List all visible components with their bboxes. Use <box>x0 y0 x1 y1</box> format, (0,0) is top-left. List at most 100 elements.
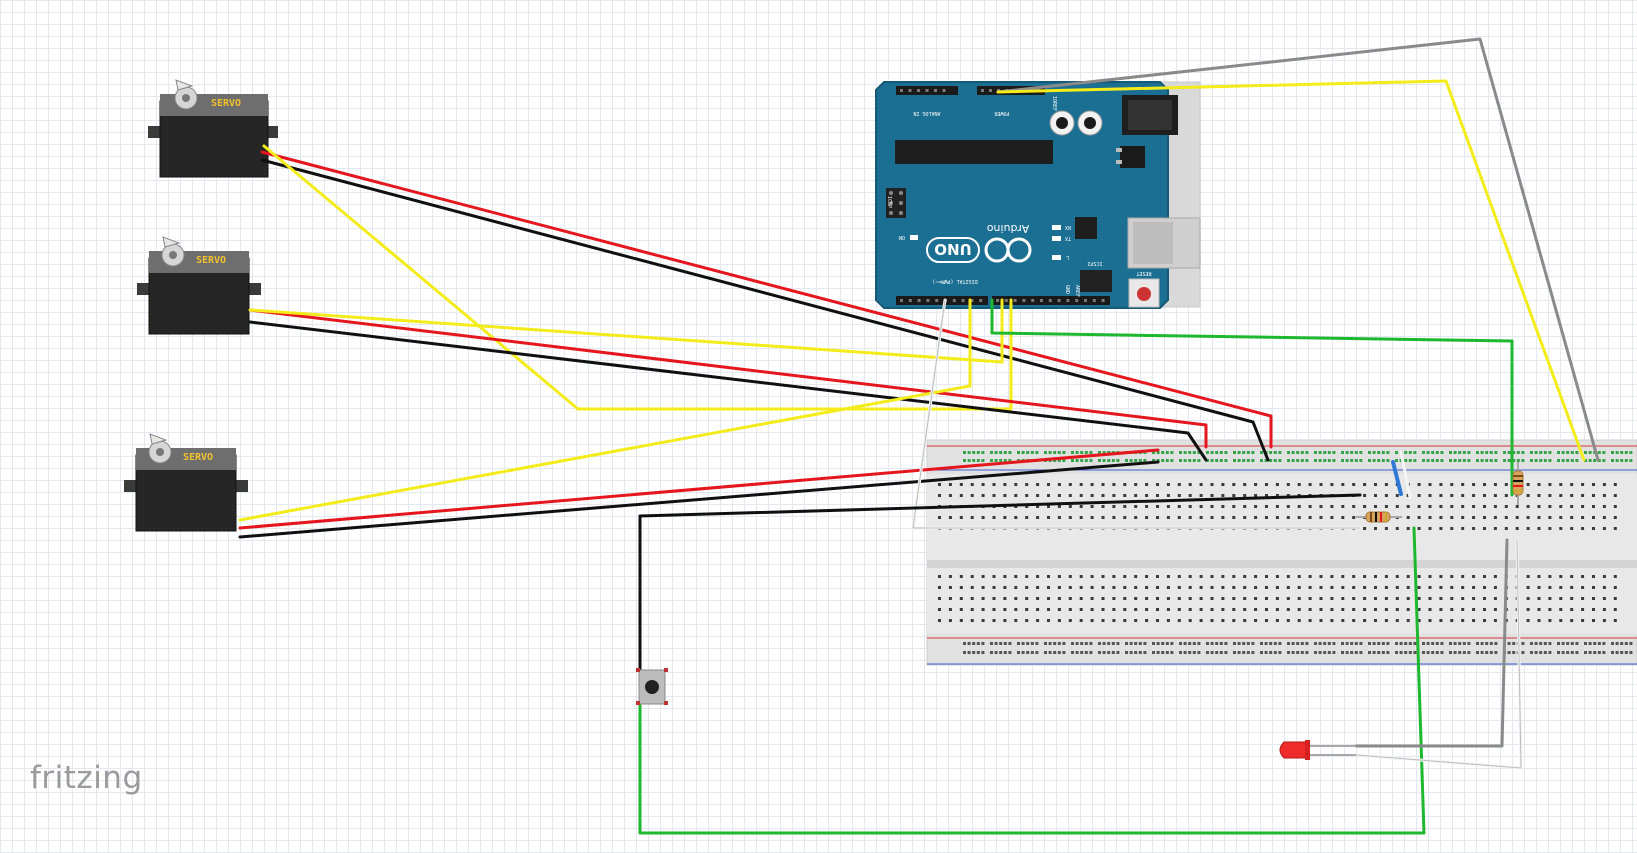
terminal-hole[interactable] <box>1308 483 1312 486</box>
rail-hole[interactable] <box>1372 451 1376 454</box>
terminal-hole[interactable] <box>1188 505 1192 508</box>
terminal-hole[interactable] <box>1079 505 1083 508</box>
terminal-hole[interactable] <box>1559 483 1563 486</box>
rail-hole[interactable] <box>1584 451 1587 454</box>
terminal-hole[interactable] <box>1286 505 1290 508</box>
rail-hole[interactable] <box>1377 642 1381 645</box>
rail-hole[interactable] <box>976 459 980 462</box>
rail-hole[interactable] <box>1404 642 1408 645</box>
terminal-hole[interactable] <box>1472 483 1476 486</box>
rail-hole[interactable] <box>1422 451 1425 454</box>
terminal-hole[interactable] <box>1461 575 1465 578</box>
rail-hole[interactable] <box>1134 651 1138 654</box>
terminal-hole[interactable] <box>1504 505 1508 508</box>
rail-hole[interactable] <box>1359 642 1363 645</box>
rail-hole[interactable] <box>1143 642 1147 645</box>
terminal-hole[interactable] <box>1057 597 1061 600</box>
terminal-hole[interactable] <box>1450 597 1454 600</box>
rail-hole[interactable] <box>1570 651 1574 654</box>
terminal-hole[interactable] <box>1188 483 1192 486</box>
terminal-hole[interactable] <box>1428 494 1432 497</box>
terminal-hole[interactable] <box>1428 483 1432 486</box>
rail-hole[interactable] <box>1534 642 1538 645</box>
terminal-hole[interactable] <box>992 586 996 589</box>
rail-hole[interactable] <box>1134 642 1138 645</box>
rail-hole[interactable] <box>1044 642 1047 645</box>
header-pin[interactable] <box>1092 299 1096 302</box>
terminal-hole[interactable] <box>1384 505 1388 508</box>
header-pin[interactable] <box>1101 299 1105 302</box>
terminal-hole[interactable] <box>981 483 985 486</box>
terminal-hole[interactable] <box>1112 597 1116 600</box>
terminal-hole[interactable] <box>1177 575 1181 578</box>
rail-hole[interactable] <box>1413 459 1417 462</box>
rail-hole[interactable] <box>1291 651 1295 654</box>
rail-hole[interactable] <box>1462 651 1466 654</box>
terminal-hole[interactable] <box>1112 608 1116 611</box>
rail-hole[interactable] <box>1543 459 1547 462</box>
terminal-hole[interactable] <box>1003 597 1007 600</box>
resistor-vertical[interactable] <box>1512 462 1524 505</box>
rail-hole[interactable] <box>1435 642 1439 645</box>
terminal-hole[interactable] <box>1297 619 1301 622</box>
rail-hole[interactable] <box>1233 642 1236 645</box>
rail-hole[interactable] <box>1530 459 1533 462</box>
rail-hole[interactable] <box>1161 642 1165 645</box>
rail-hole[interactable] <box>1273 651 1277 654</box>
terminal-hole[interactable] <box>1025 575 1029 578</box>
rail-hole[interactable] <box>1624 459 1628 462</box>
terminal-hole[interactable] <box>1036 494 1040 497</box>
terminal-hole[interactable] <box>1123 619 1127 622</box>
terminal-hole[interactable] <box>1145 608 1149 611</box>
terminal-hole[interactable] <box>1036 483 1040 486</box>
terminal-hole[interactable] <box>1374 483 1377 486</box>
rail-hole[interactable] <box>1476 642 1479 645</box>
rail-hole[interactable] <box>1386 451 1390 454</box>
rail-hole[interactable] <box>1539 642 1543 645</box>
rail-hole[interactable] <box>1179 642 1182 645</box>
rail-hole[interactable] <box>1426 459 1430 462</box>
rail-hole[interactable] <box>1053 651 1057 654</box>
terminal-hole[interactable] <box>1592 483 1595 486</box>
rail-hole[interactable] <box>1404 651 1408 654</box>
rail-hole[interactable] <box>1026 642 1030 645</box>
rail-hole[interactable] <box>1350 451 1354 454</box>
terminal-hole[interactable] <box>992 619 996 622</box>
terminal-hole[interactable] <box>1483 619 1486 622</box>
terminal-hole[interactable] <box>1254 586 1258 589</box>
rail-hole[interactable] <box>1521 459 1525 462</box>
jumper-blue[interactable] <box>1391 460 1403 496</box>
rail-hole[interactable] <box>1192 459 1196 462</box>
terminal-hole[interactable] <box>1417 597 1421 600</box>
terminal-hole[interactable] <box>1210 516 1214 519</box>
rail-hole[interactable] <box>1152 451 1155 454</box>
rail-hole[interactable] <box>999 451 1003 454</box>
rail-hole[interactable] <box>1494 459 1498 462</box>
rail-hole[interactable] <box>1629 642 1633 645</box>
terminal-hole[interactable] <box>1156 483 1159 486</box>
rail-hole[interactable] <box>1602 451 1606 454</box>
terminal-hole[interactable] <box>1439 597 1443 600</box>
rail-hole[interactable] <box>1260 651 1263 654</box>
rail-hole[interactable] <box>1291 459 1295 462</box>
rail-hole[interactable] <box>1530 451 1533 454</box>
terminal-hole[interactable] <box>1374 586 1377 589</box>
rail-hole[interactable] <box>1588 642 1592 645</box>
rail-hole[interactable] <box>1125 642 1128 645</box>
terminal-hole[interactable] <box>1472 575 1476 578</box>
terminal-hole[interactable] <box>1374 597 1377 600</box>
terminal-hole[interactable] <box>1450 516 1454 519</box>
terminal-hole[interactable] <box>1613 483 1617 486</box>
rail-hole[interactable] <box>1300 642 1304 645</box>
rail-hole[interactable] <box>1084 651 1088 654</box>
terminal-hole[interactable] <box>1461 483 1465 486</box>
rail-hole[interactable] <box>1507 451 1511 454</box>
rail-hole[interactable] <box>1251 642 1255 645</box>
rail-hole[interactable] <box>981 651 985 654</box>
header-pin[interactable] <box>1022 299 1026 302</box>
wire-servo1-power[interactable] <box>260 150 1273 449</box>
rail-hole[interactable] <box>1593 642 1597 645</box>
terminal-hole[interactable] <box>1581 619 1585 622</box>
rail-hole[interactable] <box>990 451 993 454</box>
rail-hole[interactable] <box>1237 651 1241 654</box>
